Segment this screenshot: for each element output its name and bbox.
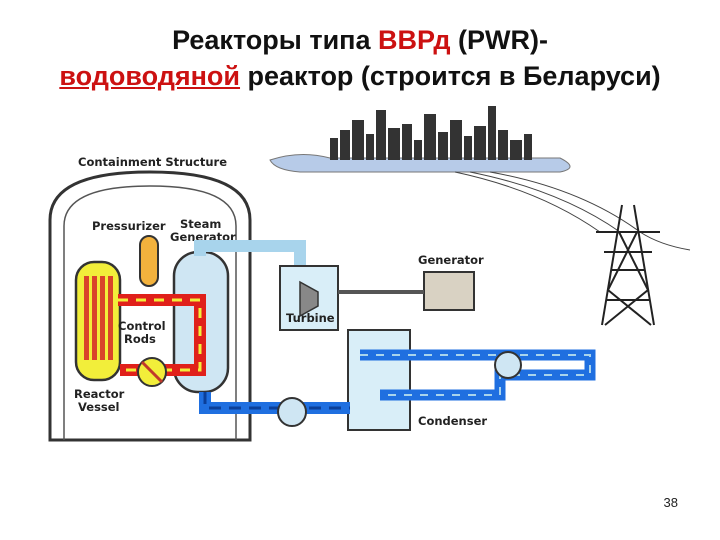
- label-generator: Generator: [418, 253, 484, 267]
- title-line1-pre: Реакторы типа: [172, 25, 379, 55]
- title-line2-accent: водоводяной: [59, 61, 241, 91]
- generator: [423, 271, 475, 311]
- label-containment: Containment Structure: [78, 155, 227, 169]
- label-turbine: Turbine: [286, 311, 335, 325]
- label-control-1: Control: [118, 319, 166, 333]
- transmission-tower: [596, 204, 660, 326]
- title-line1-post: (PWR)-: [450, 25, 548, 55]
- label-condenser: Condenser: [418, 414, 487, 428]
- label-control-2: Rods: [124, 332, 156, 346]
- label-reactor-1: Reactor: [74, 387, 125, 401]
- title-line-1: Реакторы типа ВВРд (PWR)-: [0, 22, 720, 58]
- label-reactor-2: Vessel: [78, 400, 120, 414]
- containment-inner-wall: [63, 185, 237, 440]
- title-line-2: водоводяной реактор (строится в Беларуси…: [0, 58, 720, 94]
- page-number: 38: [663, 495, 678, 510]
- slide-title: Реакторы типа ВВРд (PWR)- водоводяной ре…: [0, 22, 720, 94]
- city-skyline: [269, 106, 571, 173]
- power-lines: [454, 171, 691, 251]
- title-line2-post: реактор (строится в Беларуси): [240, 61, 661, 91]
- reactor-fuel-rods: [84, 276, 113, 360]
- condenser: [347, 329, 411, 431]
- label-steam-1: Steam: [180, 217, 221, 231]
- feedwater-pump: [277, 397, 307, 427]
- reactor-vessel: [74, 260, 122, 382]
- label-pressurizer: Pressurizer: [92, 219, 166, 233]
- title-line1-accent: ВВРд: [378, 25, 451, 55]
- pressurizer: [139, 235, 159, 287]
- steam-line: [194, 240, 306, 268]
- cooling-pump: [494, 351, 522, 379]
